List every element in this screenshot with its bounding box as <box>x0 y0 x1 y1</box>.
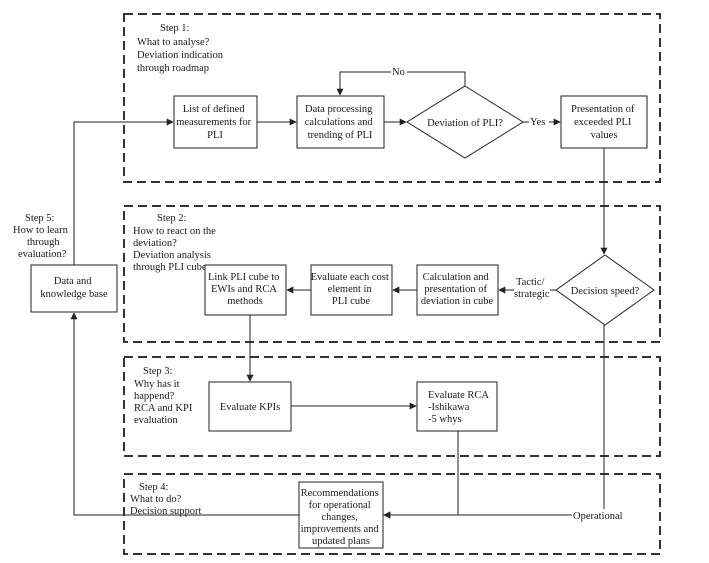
node-evaluate-rca <box>416 381 498 432</box>
node-evaluate-rca-text: Evaluate RCA -Ishikawa -5 whys <box>428 390 491 425</box>
edge-recommendations-to-kb <box>70 312 299 516</box>
edge-no-label-bg <box>391 64 407 76</box>
node-calc-presentation-text: Calculation and presentation of deviatio… <box>421 272 494 307</box>
edge-yes-label: Yes <box>530 117 545 128</box>
node-link-pli-text: Link PLI cube to EWIs and RCA methods <box>208 272 282 307</box>
step1-label: Step 1: What to analyse? Deviation indic… <box>137 23 226 74</box>
node-list-measurements <box>173 95 258 149</box>
node-presentation-text: Presentation of exceeded PLI values <box>571 104 637 141</box>
edge-operational-label: Operational <box>573 511 623 522</box>
edge-no-label: No <box>392 67 405 78</box>
step4-label: Step 4: What to do? Decision support <box>130 482 202 517</box>
node-link-pli <box>204 264 287 316</box>
edge-tactic-label-bg <box>514 275 550 299</box>
step5-label: Step 5: How to learn through evaluation? <box>13 213 70 260</box>
node-evaluate-kpis-text: Evaluate KPIs <box>220 402 280 413</box>
step4-region <box>123 473 661 555</box>
node-evaluate-kpis <box>208 381 292 432</box>
step2-region <box>123 205 661 343</box>
edge-tactic-label: Tactic/ strategic <box>514 277 550 300</box>
node-knowledge-base-text: Data and knowledge base <box>40 276 108 300</box>
node-evaluate-cost-text: Evaluate each cost element in PLI cube <box>311 272 392 307</box>
node-deviation-decision-text: Deviation of PLI? <box>427 118 503 129</box>
step1-region <box>123 13 661 183</box>
node-deviation-decision <box>406 85 524 159</box>
edge-operational-label-bg <box>572 509 626 522</box>
step3-region <box>123 356 661 457</box>
node-recommendations <box>298 481 384 549</box>
node-list-measurements-text: List of defined measurements for PLI <box>176 104 254 141</box>
node-decision-speed <box>555 254 655 326</box>
edge-yes-label-bg <box>529 115 549 126</box>
node-data-processing-text: Data processing calculations and trendin… <box>305 104 376 141</box>
node-evaluate-cost <box>310 264 393 316</box>
step3-label: Step 3: Why has it happend? RCA and KPI … <box>134 366 195 426</box>
step2-label: Step 2: How to react on the deviation? D… <box>133 213 218 273</box>
edge-kb-to-list <box>73 118 174 265</box>
node-knowledge-base <box>30 264 118 313</box>
node-decision-speed-text: Decision speed? <box>571 286 640 297</box>
node-recommendations-text: Recommendations for operational changes,… <box>301 488 382 547</box>
node-calc-presentation <box>416 264 499 316</box>
